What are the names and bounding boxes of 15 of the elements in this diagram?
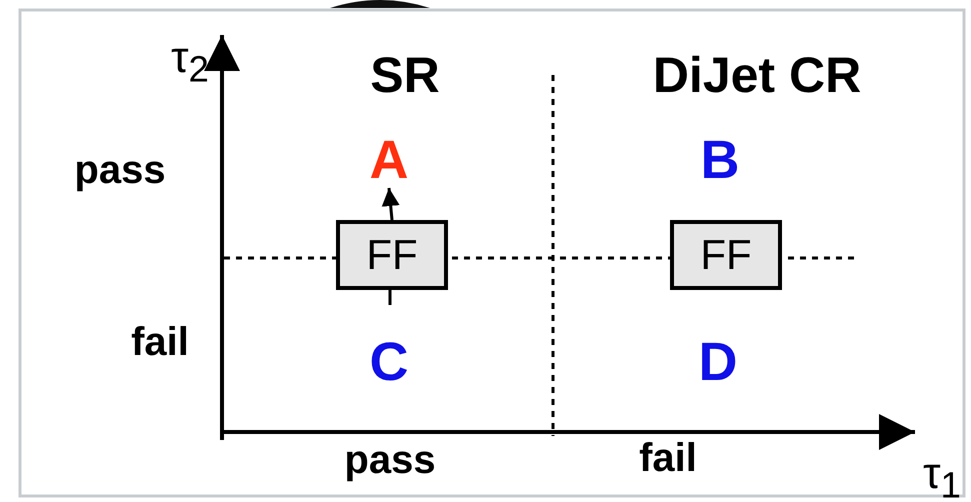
region-letter: B <box>700 133 740 187</box>
axis-tick-label: pass <box>74 150 166 190</box>
axis-tick-label: pass <box>344 440 436 480</box>
axis-label: τ$_{2}$ <box>171 36 209 88</box>
process-box: FF <box>670 220 782 290</box>
axis-tick-label: fail <box>639 438 697 478</box>
region-letter: A <box>370 133 408 187</box>
region-letter: C <box>370 335 408 389</box>
axis-tick-label: fail <box>131 322 189 362</box>
region-title: DiJet CR <box>652 50 862 100</box>
process-box: FF <box>336 220 448 290</box>
region-letter: D <box>698 335 738 389</box>
arrow <box>382 188 400 220</box>
axis-label: τ$_{1}$ <box>923 452 961 502</box>
region-title: SR <box>370 50 440 100</box>
